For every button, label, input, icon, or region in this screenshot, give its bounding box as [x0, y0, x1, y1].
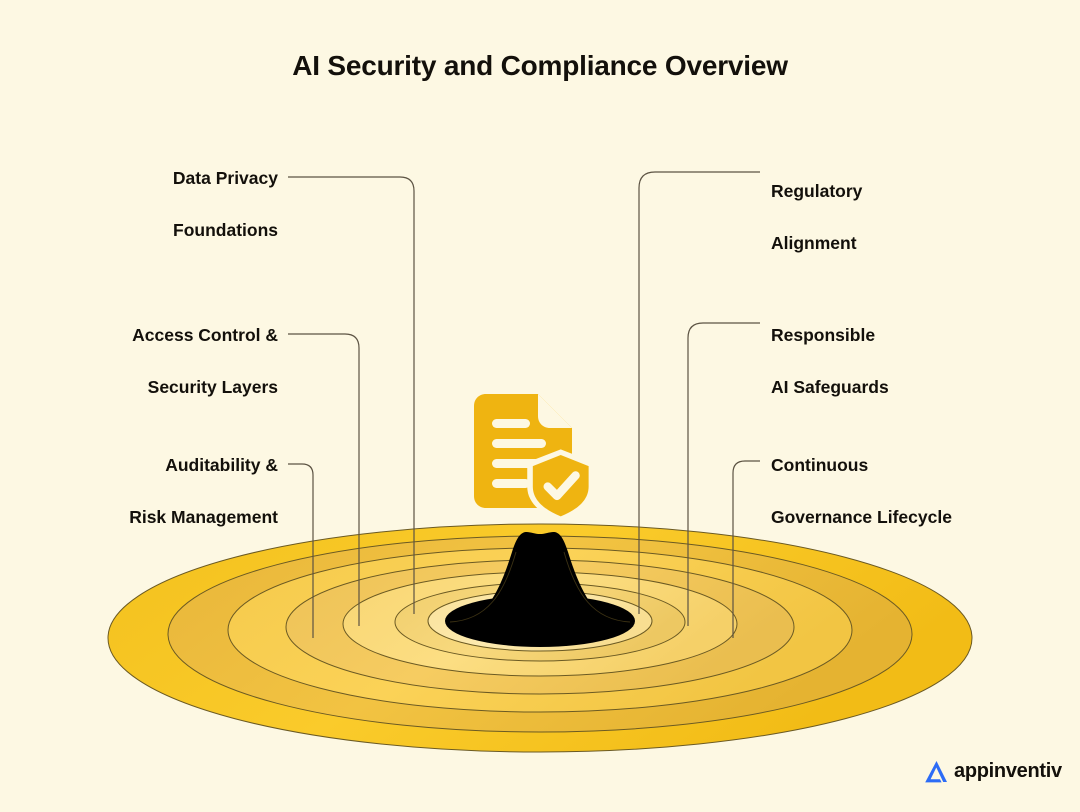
- label-line-2: Governance Lifecycle: [771, 507, 952, 527]
- connector-auditability-risk-management: [288, 463, 314, 638]
- label-line-2: Risk Management: [129, 507, 278, 527]
- document-shield-check-icon: [474, 394, 594, 520]
- label-line-1: Access Control &: [132, 325, 278, 345]
- label-line-1: Responsible: [771, 325, 876, 345]
- connector-continuous-governance-lifecycle: [732, 460, 760, 638]
- label-data-privacy-foundations: Data Privacy Foundations: [58, 139, 278, 269]
- page-title: AI Security and Compliance Overview: [292, 50, 788, 81]
- label-line-1: Continuous: [771, 455, 869, 475]
- label-continuous-governance-lifecycle: Continuous Governance Lifecycle: [771, 426, 1031, 556]
- connector-access-control-security-layers: [288, 333, 360, 626]
- label-access-control-security-layers: Access Control & Security Layers: [58, 296, 278, 426]
- label-line-1: Regulatory: [771, 181, 863, 201]
- label-line-1: Auditability &: [165, 455, 278, 475]
- label-line-2: Foundations: [173, 220, 278, 240]
- label-line-2: Security Layers: [147, 377, 278, 397]
- connector-data-privacy-foundations: [288, 176, 415, 614]
- label-line-2: AI Safeguards: [771, 377, 889, 397]
- appinventiv-logo-text: appinventiv: [954, 760, 1062, 782]
- appinventiv-mark-icon: [925, 761, 947, 783]
- label-auditability-risk-management: Auditability & Risk Management: [48, 426, 278, 556]
- connector-responsible-ai-safeguards: [687, 322, 760, 626]
- vortex-rings: [107, 523, 973, 753]
- connector-regulatory-alignment: [638, 171, 760, 614]
- label-responsible-ai-safeguards: Responsible AI Safeguards: [771, 296, 1021, 426]
- label-line-2: Alignment: [771, 233, 857, 253]
- vortex-peak: [445, 531, 635, 627]
- label-regulatory-alignment: Regulatory Alignment: [771, 152, 1021, 282]
- appinventiv-logo[interactable]: appinventiv: [922, 757, 1062, 785]
- label-line-1: Data Privacy: [172, 168, 278, 188]
